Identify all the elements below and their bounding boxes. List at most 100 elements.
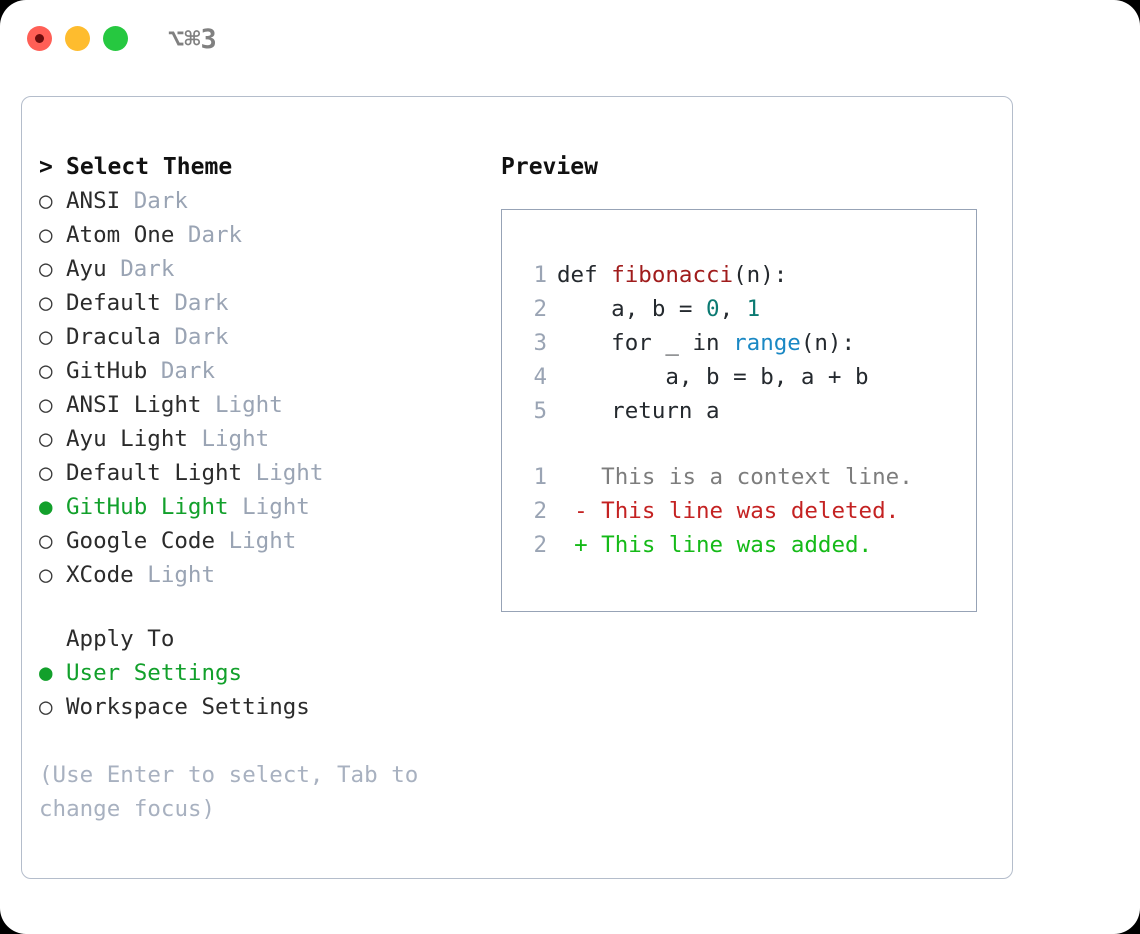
theme-name-label: Default Light	[66, 460, 256, 486]
minimize-window-button[interactable]	[65, 26, 90, 51]
apply-to-indent	[39, 622, 66, 656]
code-token: ,	[719, 296, 747, 322]
theme-variant-tag: Dark	[174, 324, 229, 350]
theme-variant-tag: Light	[147, 562, 216, 588]
diff-text: - This line was deleted.	[547, 498, 900, 524]
theme-name-label: ANSI	[66, 188, 134, 214]
radio-empty-icon: ○	[39, 426, 53, 452]
radio-empty-icon: ○	[39, 256, 53, 282]
apply-to-heading-label: Apply To	[66, 626, 175, 652]
theme-name-label: GitHub	[66, 358, 161, 384]
caret-icon: >	[39, 154, 53, 180]
diff-line: 1 This is a context line.	[502, 460, 976, 494]
close-icon	[35, 34, 44, 43]
diff-preview: 1 This is a context line.2 - This line w…	[502, 460, 976, 562]
line-number: 1	[533, 464, 547, 490]
radio-empty-icon: ○	[39, 358, 53, 384]
radio-selected-icon: ●	[39, 660, 53, 686]
code-token: (n):	[733, 262, 788, 288]
theme-name-label: GitHub Light	[66, 494, 243, 520]
theme-list-item[interactable]: ○ Atom One Dark	[39, 218, 479, 252]
theme-list-item[interactable]: ○ Dracula Dark	[39, 320, 479, 354]
theme-list: ○ANSI Dark○Atom One Dark○Ayu Dark○Defaul…	[39, 184, 479, 592]
hint-spacer	[39, 724, 479, 758]
code-token: for _ in	[557, 330, 734, 356]
code-line: 5 return a	[502, 394, 976, 428]
apply-to-list: ● User Settings ○ Workspace Settings	[39, 656, 479, 724]
diff-line: 2 + This line was added.	[502, 528, 976, 562]
close-window-button[interactable]	[27, 26, 52, 51]
theme-list-item[interactable]: ○ XCode Light	[39, 558, 479, 592]
apply-to-heading: Apply To	[39, 622, 479, 656]
traffic-lights	[27, 26, 128, 51]
code-token: a, b =	[557, 296, 707, 322]
radio-empty-icon: ○	[39, 562, 53, 588]
code-line: 1 def fibonacci(n):	[502, 258, 976, 292]
code-token: a, b = b, a + b	[557, 364, 869, 390]
theme-list-item[interactable]: ○ ANSI Light Light	[39, 388, 479, 422]
apply-to-item[interactable]: ● User Settings	[39, 656, 479, 690]
theme-variant-tag: Light	[255, 460, 324, 486]
code-line: 3 for _ in range(n):	[502, 326, 976, 360]
section-spacer	[39, 592, 479, 622]
radio-empty-icon: ○	[39, 222, 53, 248]
select-theme-heading-label: Select Theme	[66, 154, 233, 180]
code-token: fibonacci	[611, 262, 734, 288]
line-number: 5	[533, 398, 547, 424]
theme-variant-tag: Light	[228, 528, 297, 554]
diff-text: + This line was added.	[547, 532, 873, 558]
theme-variant-tag: Dark	[160, 358, 216, 384]
theme-name-label: Google Code	[66, 528, 229, 554]
line-number: 3	[533, 330, 547, 356]
keyboard-hint-text: (Use Enter to select, Tab to change focu…	[39, 762, 419, 822]
apply-to-label: Workspace Settings	[66, 694, 310, 720]
code-token: return a	[557, 398, 720, 424]
diff-text: This is a context line.	[547, 464, 913, 490]
radio-selected-icon: ●	[39, 494, 53, 520]
theme-name-label: Dracula	[66, 324, 175, 350]
radio-empty-icon: ○	[39, 324, 53, 350]
theme-list-item[interactable]: ○ANSI Dark	[39, 184, 479, 218]
radio-empty-icon: ○	[39, 460, 53, 486]
maximize-window-button[interactable]	[103, 26, 128, 51]
theme-list-item[interactable]: ○Ayu Light Light	[39, 422, 479, 456]
code-token: def	[557, 262, 612, 288]
line-number: 1	[533, 262, 547, 288]
theme-variant-tag: Dark	[133, 188, 188, 214]
select-theme-heading: > Select Theme	[39, 150, 479, 184]
theme-variant-tag: Light	[215, 392, 283, 418]
theme-list-item[interactable]: ● GitHub Light Light	[39, 490, 479, 524]
apply-to-label: User Settings	[66, 660, 243, 686]
theme-list-item[interactable]: ○ GitHub Dark	[39, 354, 479, 388]
theme-list-item[interactable]: ○Ayu Dark	[39, 252, 479, 286]
line-number: 4	[533, 364, 547, 390]
code-token: 0	[706, 296, 720, 322]
code-token: (n):	[800, 330, 856, 356]
code-token: range	[733, 330, 801, 356]
line-number: 2	[533, 532, 547, 558]
theme-name-label: ANSI Light	[66, 392, 216, 418]
main-panel: >Select Theme ○ANSI Dark○Atom One Dark○A…	[21, 96, 1013, 879]
theme-name-label: Ayu	[66, 256, 121, 282]
code-token: 1	[746, 296, 761, 322]
code-line: 2 a, b = 0, 1	[502, 292, 976, 326]
theme-name-label: Default	[66, 290, 175, 316]
diff-line: 2 - This line was deleted.	[502, 494, 976, 528]
radio-empty-icon: ○	[39, 392, 53, 418]
theme-name-label: Atom One	[66, 222, 188, 248]
theme-name-label: XCode	[66, 562, 148, 588]
theme-list-item[interactable]: ○ Default Light Light	[39, 456, 479, 490]
theme-variant-tag: Light	[242, 494, 310, 520]
keyboard-shortcut-label: ⌥⌘3	[168, 24, 217, 55]
radio-empty-icon: ○	[39, 694, 53, 720]
theme-variant-tag: Dark	[187, 222, 243, 248]
theme-list-item[interactable]: ○Default Dark	[39, 286, 479, 320]
theme-list-item[interactable]: ○ Google Code Light	[39, 524, 479, 558]
theme-name-label: Ayu Light	[66, 426, 202, 452]
title-bar: ⌥⌘3	[0, 0, 1140, 78]
radio-empty-icon: ○	[39, 528, 53, 554]
apply-to-item[interactable]: ○ Workspace Settings	[39, 690, 479, 724]
